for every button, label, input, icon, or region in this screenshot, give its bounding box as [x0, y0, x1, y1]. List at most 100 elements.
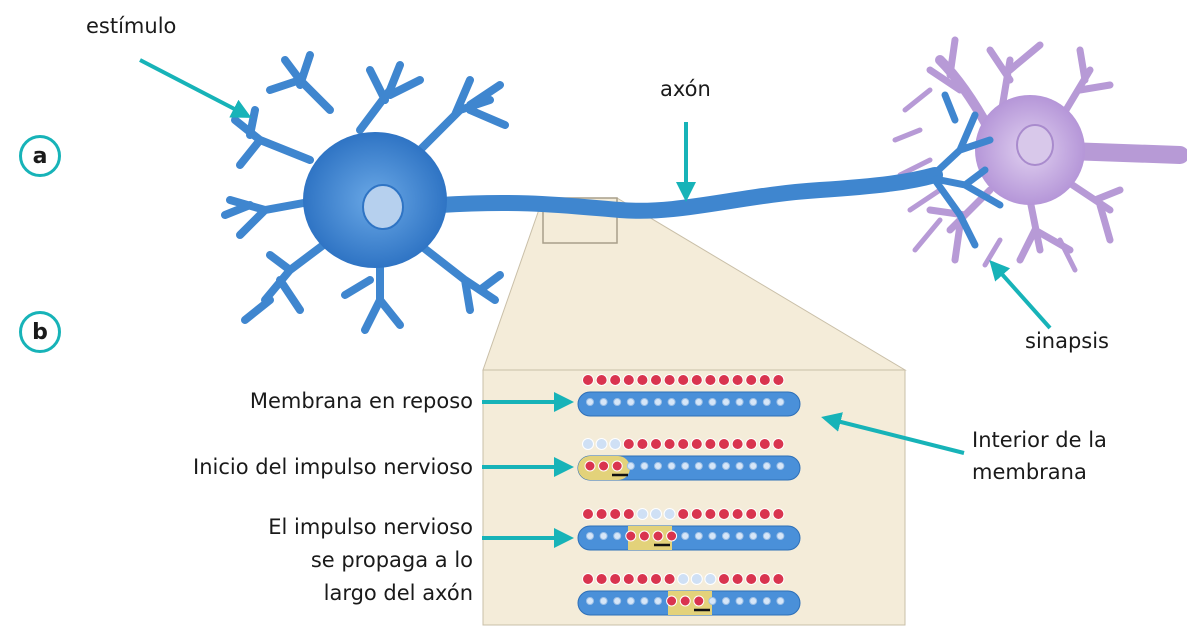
axon — [432, 167, 943, 219]
negative-ion — [735, 398, 744, 406]
negative-ion — [586, 597, 594, 605]
negative-ion — [654, 597, 662, 605]
synapse-arrow — [989, 260, 1052, 330]
negative-ion — [776, 462, 785, 470]
positive-ion — [718, 438, 730, 450]
negative-ion — [749, 398, 758, 406]
negative-ion — [762, 462, 771, 470]
negative-ion — [650, 508, 662, 520]
positive-ion — [772, 438, 785, 450]
stimulus-label: estímulo — [86, 14, 177, 38]
zoom-source-box — [542, 197, 618, 244]
positive-ion — [745, 573, 758, 585]
negative-ion — [690, 573, 703, 585]
annotation-arrows — [139, 58, 1052, 548]
positive-ion — [745, 438, 758, 450]
positive-ion — [625, 530, 637, 542]
positive-ion — [718, 374, 730, 386]
negative-ion — [776, 597, 785, 605]
positive-ion — [745, 374, 758, 386]
negative-ion — [667, 398, 676, 406]
negative-ion — [708, 398, 717, 406]
membrane-interior-label-2: membrana — [972, 460, 1087, 484]
positive-ion — [704, 438, 717, 450]
membrane-strip-propagate-2 — [577, 573, 801, 616]
positive-ion — [718, 573, 730, 585]
positive-ion — [582, 573, 594, 585]
positive-ion — [650, 438, 662, 450]
membrane-interior-label-1: Interior de la — [972, 428, 1107, 452]
interior-arrow — [821, 412, 965, 455]
positive-ion — [666, 595, 678, 607]
positive-ion — [677, 374, 690, 386]
negative-ion — [762, 398, 771, 406]
axon-terminals — [926, 91, 1004, 249]
positive-ion — [636, 374, 649, 386]
negative-ion — [640, 597, 649, 605]
negative-ion — [694, 532, 703, 540]
positive-ion — [638, 530, 650, 542]
positive-ion — [663, 438, 676, 450]
positive-ion — [622, 573, 635, 585]
axon-label: axón — [660, 77, 711, 101]
negative-ion — [694, 398, 703, 406]
negative-ion — [681, 462, 690, 470]
negative-ion — [626, 398, 635, 406]
membrane-strip-propagate-1 — [577, 508, 801, 551]
negative-ion — [640, 462, 649, 470]
positive-ion — [666, 530, 678, 542]
positive-ion — [609, 508, 622, 520]
positive-ion — [584, 460, 596, 472]
positive-ion — [677, 438, 690, 450]
badge-a: a — [19, 135, 61, 177]
impulse-propagates-label-2: se propaga a lo — [310, 548, 473, 572]
positive-ion — [690, 374, 703, 386]
positive-ion — [622, 374, 635, 386]
positive-ion — [758, 573, 771, 585]
positive-ion — [772, 374, 785, 386]
negative-ion — [599, 597, 608, 605]
positive-ion — [663, 374, 676, 386]
negative-ion — [762, 597, 771, 605]
negative-ion — [654, 398, 662, 406]
negative-ion — [722, 462, 730, 470]
negative-ion — [708, 597, 717, 605]
negative-ion — [681, 398, 690, 406]
negative-ion — [677, 573, 690, 585]
positive-ion — [704, 508, 717, 520]
positive-ion — [609, 374, 622, 386]
positive-ion — [595, 508, 608, 520]
positive-ion — [690, 438, 703, 450]
positive-ion — [636, 438, 649, 450]
negative-ion — [722, 597, 730, 605]
stimulus-arrow — [139, 58, 252, 118]
positive-ion — [663, 573, 676, 585]
source-neuron — [221, 51, 509, 334]
positive-ion — [731, 374, 744, 386]
negative-ion — [586, 532, 594, 540]
positive-ion — [758, 438, 771, 450]
negative-ion — [735, 462, 744, 470]
negative-ion — [694, 462, 703, 470]
positive-ion — [598, 460, 610, 472]
impulse-start-label: Inicio del impulso nervioso — [193, 455, 473, 479]
positive-ion — [652, 530, 664, 542]
positive-ion — [704, 374, 717, 386]
negative-ion — [704, 573, 717, 585]
positive-ion — [679, 595, 691, 607]
positive-ion — [595, 374, 608, 386]
positive-ion — [690, 508, 703, 520]
positive-ion — [611, 460, 623, 472]
positive-ion — [745, 508, 758, 520]
positive-ion — [731, 573, 744, 585]
positive-ion — [731, 438, 744, 450]
membrane-strip-resting — [577, 374, 801, 417]
negative-ion — [749, 532, 758, 540]
positive-ion — [622, 438, 635, 450]
negative-ion — [776, 532, 785, 540]
negative-ion — [636, 508, 649, 520]
positive-ion — [650, 573, 662, 585]
positive-ion — [772, 573, 785, 585]
negative-ion — [626, 462, 635, 470]
negative-ion — [613, 597, 622, 605]
